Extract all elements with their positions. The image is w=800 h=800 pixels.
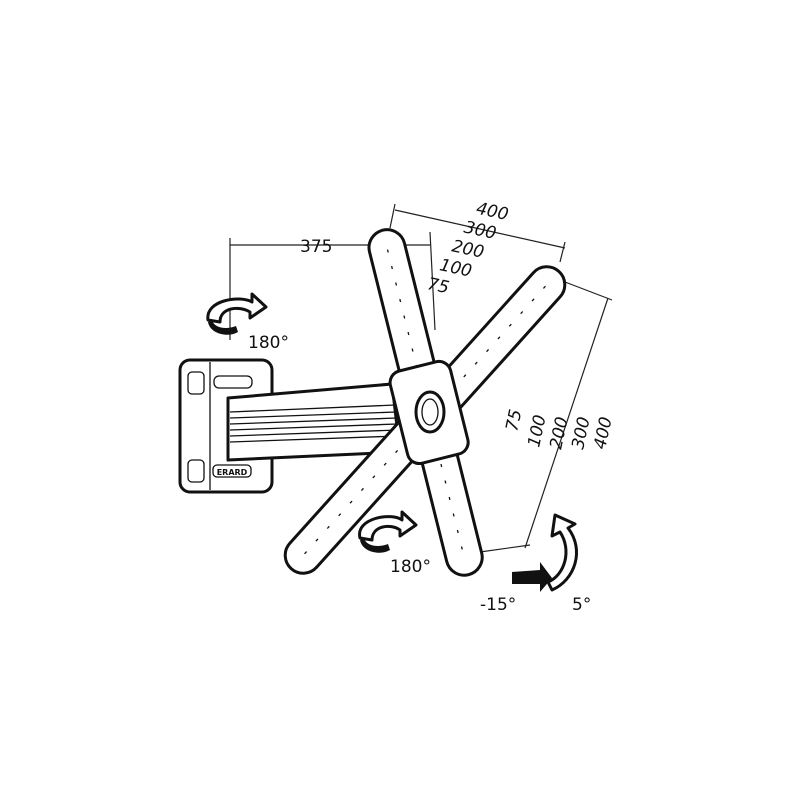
logo-badge (212, 464, 252, 478)
extension-arm (226, 382, 402, 462)
brand-logo: ERARD (217, 468, 248, 477)
vesa-v-75: 75 (502, 408, 526, 433)
tilt-up-label: 5° (572, 595, 591, 615)
vesa-vertical-labels: 75 100 200 300 400 (502, 408, 616, 451)
arm-length-label: 375 (300, 237, 332, 257)
vesa-horizontal-labels: 400 300 200 100 75 (426, 199, 511, 299)
swivel-bottom-label: 180° (390, 557, 431, 577)
vesa-h-75: 75 (426, 274, 451, 298)
dimension-vesa-horizontal (389, 203, 566, 263)
swivel-top-label: 180° (248, 333, 289, 353)
swivel-arrow-top-icon (206, 292, 268, 335)
dimension-vesa-vertical (479, 281, 613, 553)
tilt-down-label: -15° (480, 595, 516, 615)
swivel-arrow-bottom-icon (358, 510, 418, 553)
tilt-arrow-icon (512, 513, 578, 592)
vesa-bracket (283, 228, 567, 577)
